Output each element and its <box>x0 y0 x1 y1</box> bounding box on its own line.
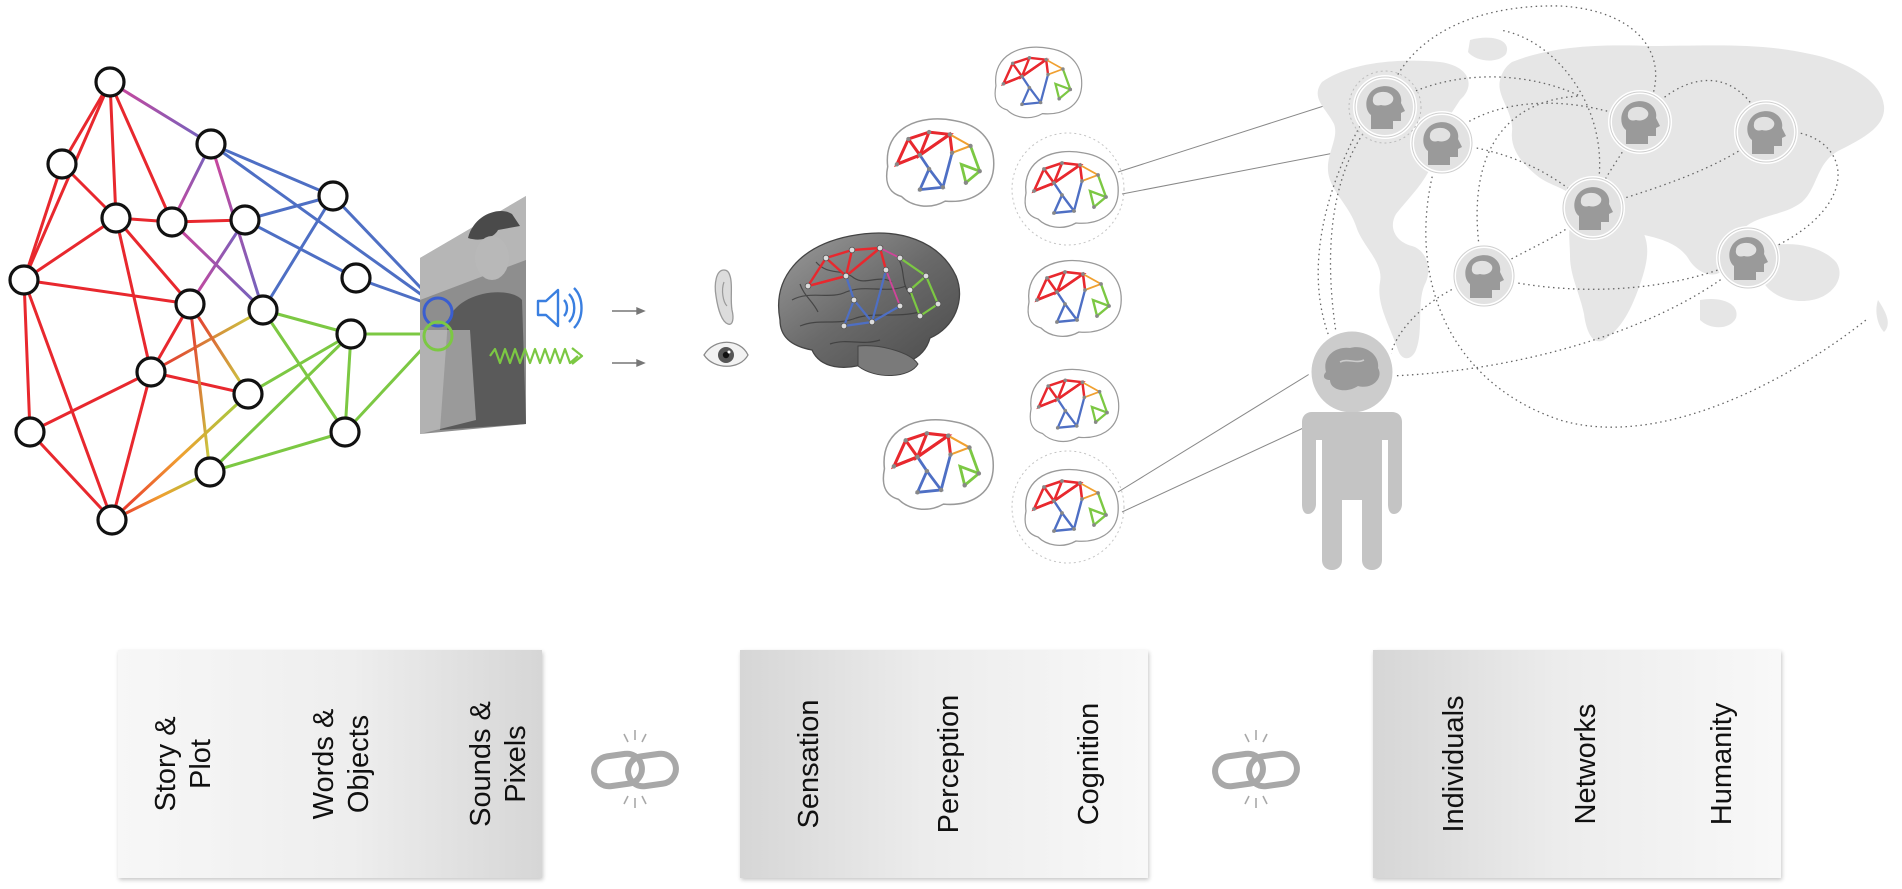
chain-link-icon <box>1212 730 1300 808</box>
brain-icon <box>1323 347 1380 391</box>
ear-icon <box>714 269 734 325</box>
eye-icon <box>703 341 749 367</box>
label-networks: Networks <box>1570 703 1603 825</box>
label-humanity: Humanity <box>1706 702 1739 826</box>
label-cognition: Cognition <box>1073 702 1106 826</box>
central-brain-network <box>778 232 961 377</box>
society-levels-panel: Individuals Networks Humanity <box>1373 650 1781 878</box>
diagram-illustration <box>8 5 1888 570</box>
brain-levels-panel: Sensation Perception Cognition <box>740 650 1148 878</box>
arrow-audio <box>612 306 646 316</box>
individual-brain-networks <box>881 45 1125 564</box>
person-icon <box>1302 328 1402 570</box>
chain-link-icon <box>591 730 679 808</box>
label-words-objects: Words & Objects <box>307 708 375 820</box>
stimulus-network-graph <box>8 66 442 536</box>
arrow-visual <box>612 358 646 368</box>
speaker-icon <box>536 287 583 329</box>
network-nodes <box>8 66 372 536</box>
media-levels-panel: Story & Plot Words & Objects Sounds & Pi… <box>118 650 542 878</box>
head-brain-icons <box>1348 70 1798 308</box>
label-perception: Perception <box>933 694 966 834</box>
sound-wave-icon <box>489 347 584 365</box>
label-individuals: Individuals <box>1438 695 1471 833</box>
label-story-plot: Story & Plot <box>149 716 217 812</box>
movie-frame-image <box>420 196 526 434</box>
label-sensation: Sensation <box>793 699 826 829</box>
label-sounds-pixels: Sounds & Pixels <box>464 701 532 827</box>
